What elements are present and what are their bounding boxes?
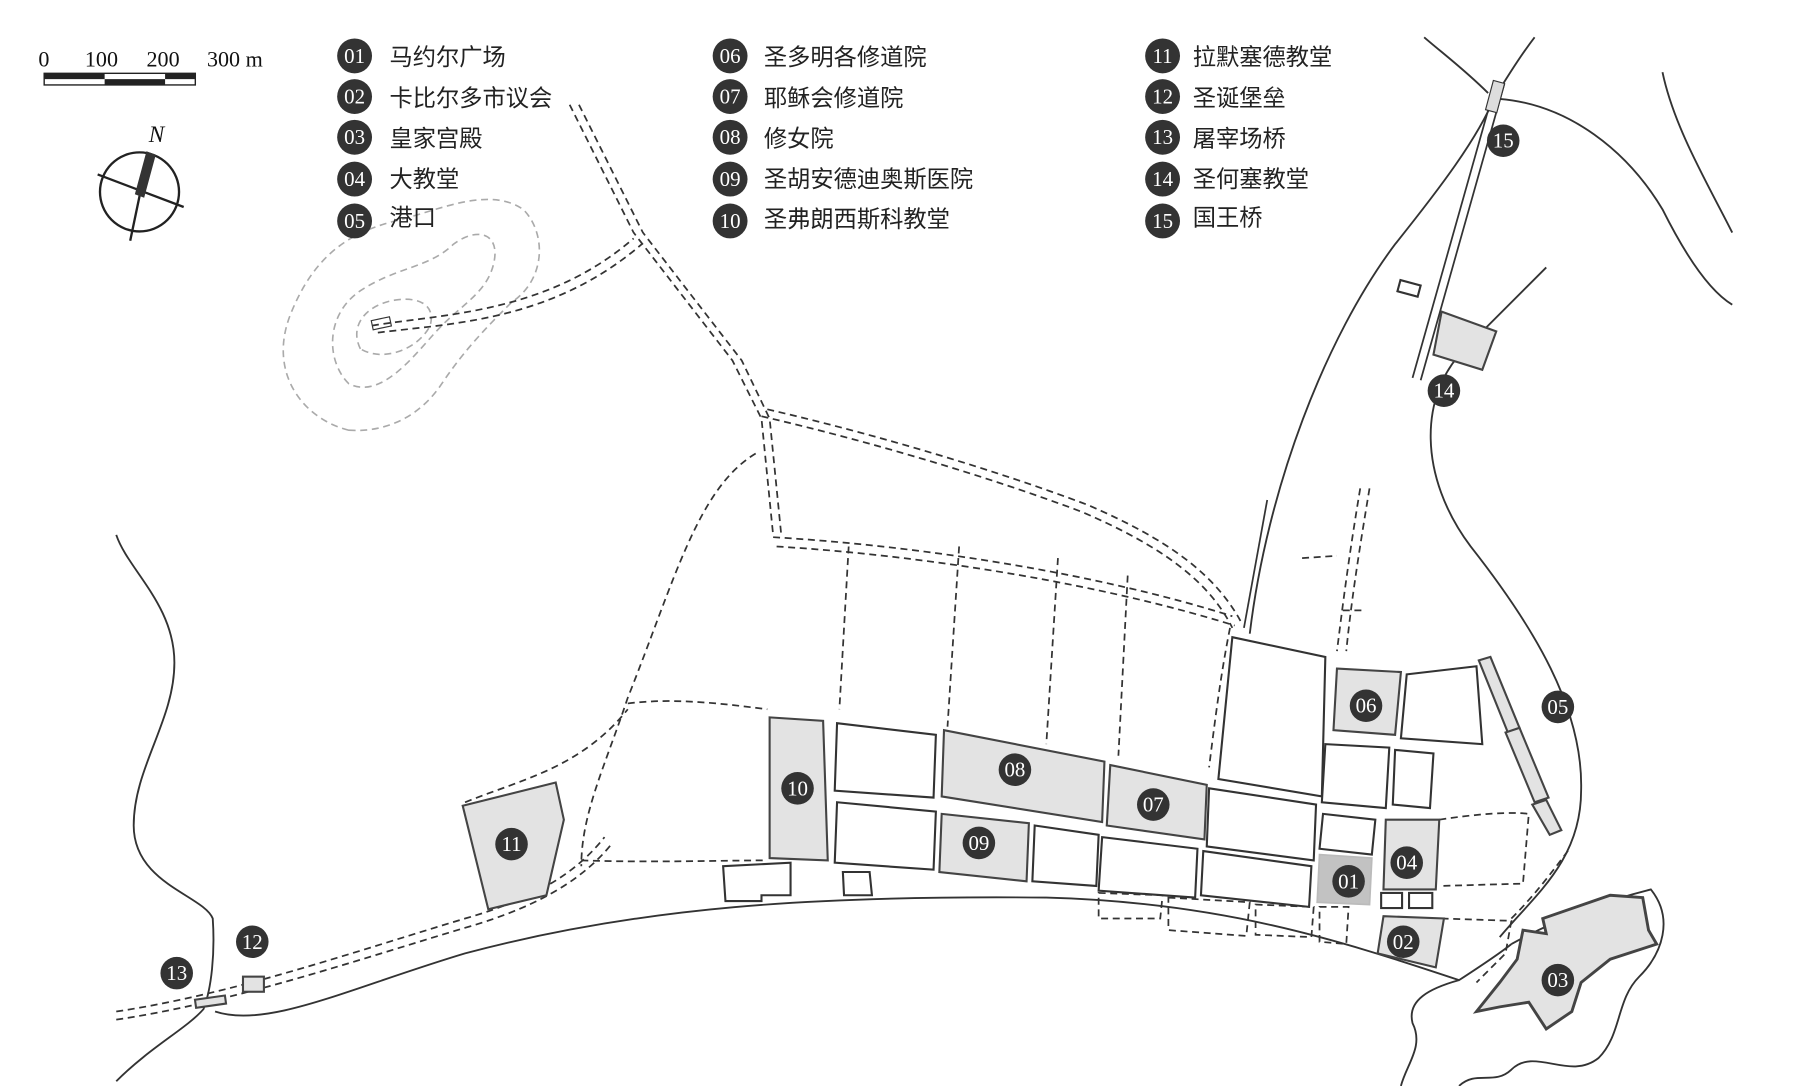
- marker-13[interactable]: 13: [160, 956, 193, 990]
- harbour-3: [1530, 798, 1563, 837]
- legend-label: 大教堂: [389, 166, 459, 193]
- marker-07[interactable]: 07: [1137, 788, 1170, 821]
- dashed-roads: [116, 104, 1571, 1021]
- marker-number: 13: [166, 961, 187, 985]
- building-12: [241, 975, 265, 993]
- marker-number: 04: [344, 167, 365, 191]
- marker-number: 15: [1493, 129, 1514, 153]
- legend-label: 耶稣会修道院: [764, 85, 904, 112]
- legend-item-11: 11 拉默塞德教堂: [1145, 38, 1333, 74]
- marker-number: 12: [242, 930, 263, 954]
- marker-02[interactable]: 02: [1386, 925, 1420, 959]
- harbour-1: [1477, 655, 1521, 734]
- harbour-2: [1504, 726, 1550, 804]
- legend-label: 圣诞堡垒: [1193, 85, 1286, 112]
- legend-item-03: 03 皇家宫殿: [337, 119, 482, 155]
- marker-number: 01: [344, 44, 365, 68]
- city-blocks: [722, 278, 1484, 910]
- building-03: [1472, 893, 1659, 1031]
- marker-01[interactable]: 01: [1332, 865, 1365, 898]
- legend-item-08: 08 修女院: [712, 119, 834, 155]
- legend-item-05: 05 港口: [337, 203, 436, 239]
- marker-number: 02: [1393, 930, 1414, 954]
- legend-item-15: 15 国王桥: [1145, 203, 1263, 239]
- marker-number: 11: [501, 832, 521, 856]
- marker-number: 05: [1547, 695, 1568, 719]
- marker-number: 01: [1338, 869, 1359, 893]
- marker-03[interactable]: 03: [1541, 963, 1575, 997]
- legend-item-06: 06 圣多明各修道院: [712, 38, 927, 74]
- marker-number: 02: [344, 85, 365, 109]
- marker-04[interactable]: 04: [1390, 846, 1423, 879]
- scale-label-100: 100: [85, 46, 118, 71]
- marker-number: 11: [1153, 44, 1173, 68]
- legend-item-14: 14 圣何塞教堂: [1145, 161, 1309, 197]
- marker-number: 09: [968, 831, 989, 855]
- legend-item-12: 12 圣诞堡垒: [1145, 79, 1286, 115]
- scale-bar: 0 100 200 300 m: [38, 46, 263, 86]
- legend: 01 马约尔广场 02 卡比尔多市议会 03 皇家宫殿 04 大教堂 05 港口 06 圣多…: [337, 38, 1333, 239]
- marker-12[interactable]: 12: [236, 925, 269, 959]
- marker-10[interactable]: 10: [781, 772, 814, 805]
- legend-label: 拉默塞德教堂: [1193, 44, 1333, 71]
- marker-number: 14: [1152, 167, 1173, 191]
- north-arrow-icon: N: [97, 122, 185, 241]
- marker-number: 12: [1152, 85, 1173, 109]
- marker-number: 07: [720, 85, 741, 109]
- bridge-13: [193, 994, 228, 1009]
- legend-label: 港口: [389, 205, 436, 232]
- legend-label: 圣胡安德迪奥斯医院: [764, 166, 973, 193]
- building-14: [1432, 310, 1498, 372]
- scale-label-200: 200: [146, 46, 179, 71]
- marker-09[interactable]: 09: [962, 826, 996, 860]
- legend-item-07: 07 耶稣会修道院: [712, 79, 904, 115]
- legend-label: 圣多明各修道院: [764, 44, 927, 71]
- marker-number: 09: [720, 167, 741, 191]
- legend-item-13: 13 屠宰场桥: [1145, 119, 1286, 155]
- legend-label: 修女院: [764, 126, 834, 153]
- marker-number: 03: [1547, 968, 1568, 992]
- hill-contours: [282, 198, 541, 432]
- legend-item-02: 02 卡比尔多市议会: [337, 79, 552, 115]
- marker-number: 13: [1152, 125, 1173, 149]
- legend-label: 皇家宫殿: [389, 126, 482, 153]
- legend-label: 屠宰场桥: [1193, 126, 1286, 153]
- marker-14[interactable]: 14: [1427, 374, 1461, 407]
- scale-label-300: 300 m: [207, 46, 263, 71]
- marker-number: 05: [344, 209, 365, 233]
- marker-15[interactable]: 15: [1486, 124, 1520, 158]
- marker-number: 06: [1356, 694, 1377, 718]
- legend-item-01: 01 马约尔广场: [337, 38, 506, 74]
- legend-label: 马约尔广场: [389, 44, 505, 71]
- legend-label: 圣弗朗西斯科教堂: [764, 206, 950, 233]
- marker-11[interactable]: 11: [495, 827, 528, 861]
- map-markers: 01 02 03 04 05 06 07 08 09 10 11 12 13 1…: [160, 124, 1575, 997]
- marker-number: 03: [344, 125, 365, 149]
- legend-item-09: 09 圣胡安德迪奥斯医院: [712, 161, 973, 197]
- legend-item-04: 04 大教堂: [337, 161, 459, 197]
- marker-number: 04: [1396, 851, 1417, 875]
- marker-number: 15: [1152, 209, 1173, 233]
- marker-number: 07: [1143, 793, 1164, 817]
- marker-08[interactable]: 08: [998, 753, 1032, 786]
- legend-item-10: 10 圣弗朗西斯科教堂: [712, 203, 950, 239]
- marker-05[interactable]: 05: [1541, 690, 1575, 724]
- scale-label-0: 0: [38, 46, 49, 71]
- marker-number: 06: [720, 44, 741, 68]
- marker-number: 14: [1433, 379, 1454, 403]
- north-label: N: [148, 122, 166, 148]
- legend-label: 圣何塞教堂: [1193, 166, 1309, 193]
- legend-label: 国王桥: [1193, 205, 1263, 232]
- marker-06[interactable]: 06: [1349, 689, 1383, 723]
- marker-number: 10: [787, 776, 808, 800]
- marker-number: 08: [1004, 758, 1025, 782]
- marker-number: 10: [720, 209, 741, 233]
- legend-label: 卡比尔多市议会: [389, 85, 552, 112]
- marker-number: 08: [720, 125, 741, 149]
